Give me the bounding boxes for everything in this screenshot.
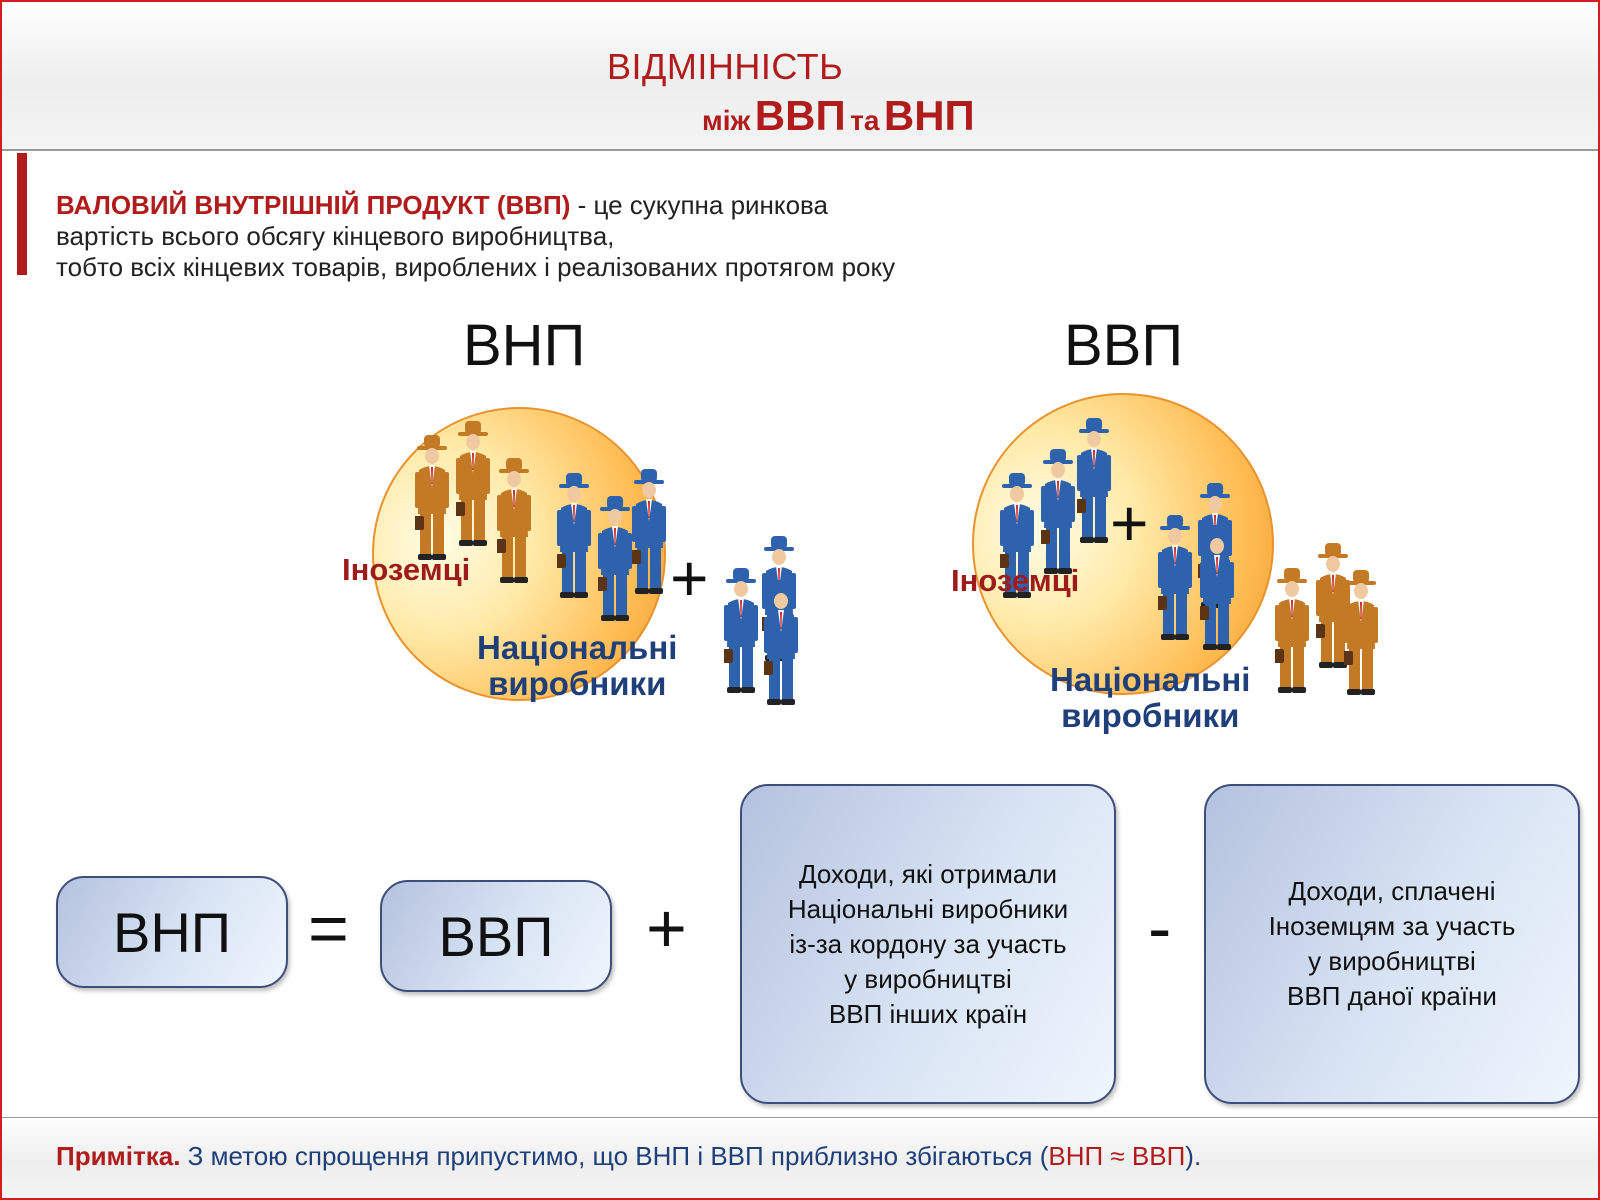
income-received-line: із-за кордону за участь	[789, 928, 1067, 959]
foreign-producer-icon	[456, 418, 490, 548]
definition-line-1: ВАЛОВИЙ ВНУТРІШНІЙ ПРОДУКТ (ВВП) - це су…	[56, 190, 895, 221]
title-and: та	[850, 105, 880, 136]
national-label-line-2: виробники	[1061, 697, 1240, 734]
income-received-line: у виробництві	[844, 963, 1012, 994]
foreign-producer-icon	[1344, 567, 1378, 697]
national-producer-icon	[557, 470, 591, 600]
national-producer-icon	[724, 565, 758, 695]
left-foreigners-label: Іноземці	[342, 552, 471, 587]
right-plus-sign: +	[1110, 486, 1149, 560]
note-close: ).	[1185, 1141, 1202, 1171]
gdp-definition: ВАЛОВИЙ ВНУТРІШНІЙ ПРОДУКТ (ВВП) - це су…	[56, 190, 895, 283]
definition-term: ВАЛОВИЙ ВНУТРІШНІЙ ПРОДУКТ (ВВП)	[56, 190, 571, 220]
note-formula: ВНП ≈ ВВП	[1048, 1141, 1186, 1171]
income-paid-line: Іноземцям за участь	[1268, 911, 1516, 941]
accent-bar	[17, 153, 27, 275]
income-received-line: ВВП інших країн	[828, 998, 1028, 1029]
slide-subtitle: між ВВП та ВНП	[702, 92, 975, 140]
definition-line-1-rest: - це сукупна ринкова	[570, 190, 829, 220]
left-plus-sign: +	[670, 541, 709, 615]
header-divider	[2, 149, 1598, 151]
definition-line-2: вартість всього обсягу кінцевого виробни…	[56, 221, 615, 251]
slide-footer	[2, 1118, 1598, 1198]
foreign-producer-icon	[497, 455, 531, 585]
minus-sign: -	[1148, 889, 1172, 967]
national-producer-icon	[632, 466, 666, 596]
foreign-producer-icon	[1275, 565, 1309, 695]
equals-sign: =	[308, 889, 349, 967]
gdp-box: ВВП	[380, 880, 612, 992]
left-national-producers-label: Національні виробники	[477, 630, 677, 702]
right-diagram-heading: ВВП	[1064, 313, 1184, 378]
national-producer-icon	[598, 493, 632, 623]
title-gnp: ВНП	[883, 92, 975, 139]
slide-title: ВІДМІННІСТЬ	[607, 46, 844, 87]
right-national-producers-label: Національні виробники	[1050, 662, 1250, 734]
title-between: між	[702, 105, 751, 136]
income-received-line: Національні виробники	[787, 893, 1069, 924]
left-diagram-heading: ВНП	[463, 313, 586, 378]
national-producer-icon	[1077, 415, 1111, 545]
foreign-producer-icon	[415, 432, 449, 562]
income-paid-line: ВВП даної країни	[1287, 981, 1497, 1011]
slide-header	[2, 2, 1598, 150]
national-producer-icon	[1041, 446, 1075, 576]
income-paid-line: Доходи, сплачені	[1288, 876, 1496, 906]
national-producer-icon	[1200, 522, 1234, 652]
gnp-box: ВНП	[56, 876, 288, 988]
right-foreigners-label: Іноземці	[951, 563, 1080, 598]
note-text: З метою спрощення припустимо, що ВНП і В…	[180, 1141, 1049, 1171]
national-label-line-1: Національні	[477, 629, 678, 666]
definition-line-3: тобто всіх кінцевих товарів, вироблених …	[56, 252, 896, 282]
national-producer-icon	[764, 577, 798, 707]
note-label: Примітка.	[56, 1141, 181, 1171]
national-producer-icon	[1158, 512, 1192, 642]
income-paid-line: у виробництві	[1308, 946, 1476, 976]
national-label-line-1: Національні	[1050, 661, 1251, 698]
income-received-line: Доходи, які отримали	[798, 858, 1058, 889]
plus-sign: +	[646, 889, 687, 967]
title-gdp: ВВП	[754, 92, 846, 139]
national-label-line-2: виробники	[488, 665, 667, 702]
footnote: Примітка. З метою спрощення припустимо, …	[56, 1141, 1201, 1172]
